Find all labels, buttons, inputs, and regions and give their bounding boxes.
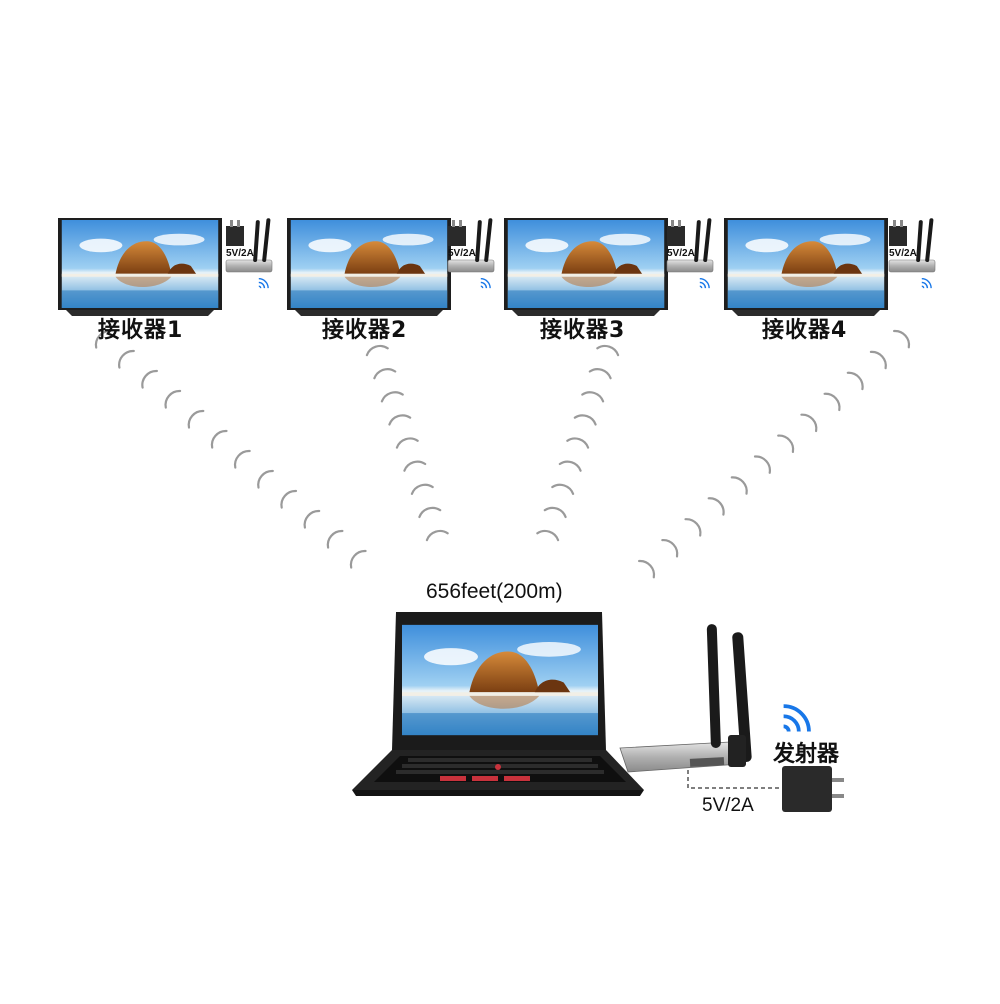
wave-arc — [425, 529, 449, 542]
wave-arc — [638, 559, 656, 579]
wave-arc — [164, 389, 182, 409]
tv-icon — [287, 218, 451, 316]
distance-label: 656feet(200m) — [426, 580, 563, 603]
wave-arc — [365, 344, 389, 357]
wave-arc — [536, 529, 560, 542]
power-adapter-icon — [782, 766, 844, 812]
antenna-icon — [225, 217, 273, 273]
wave-arc — [707, 497, 725, 516]
wave-arc — [303, 509, 321, 529]
antenna-icon — [666, 217, 714, 273]
wave-arc — [596, 344, 620, 357]
wave-arc — [388, 414, 412, 426]
receiver-label: 接收器3 — [540, 318, 626, 343]
power-cable — [687, 770, 788, 789]
transmitter-power-label: 5V/2A — [702, 795, 754, 816]
receiver-power-label: 5V/2A — [226, 248, 254, 259]
receiver-label: 接收器4 — [762, 318, 848, 343]
wave-arc — [280, 489, 298, 509]
wave-arc — [373, 368, 397, 380]
signal-waves — [94, 329, 911, 579]
wave-arc — [581, 391, 605, 403]
receiver-1 — [58, 217, 273, 316]
tv-icon — [58, 218, 222, 316]
wave-arc — [800, 413, 818, 433]
wave-arc — [395, 437, 419, 449]
wave-arc — [753, 455, 771, 474]
wave-arc — [869, 350, 887, 370]
wave-arc — [403, 460, 427, 472]
wave-arc — [566, 437, 590, 449]
antenna-icon — [888, 217, 936, 273]
wave-arc — [823, 392, 841, 412]
wave-arc — [118, 349, 135, 369]
laptop-icon — [352, 612, 644, 796]
receiver-2 — [287, 217, 495, 316]
wave-arc — [380, 391, 404, 403]
wifi-icon — [699, 278, 710, 289]
wave-arc — [187, 409, 205, 429]
receiver-label: 接收器2 — [322, 318, 408, 343]
tv-icon — [504, 218, 668, 316]
antenna-icon — [447, 217, 495, 273]
wave-arc — [257, 469, 274, 489]
wave-arc — [141, 369, 158, 389]
wave-arc — [684, 518, 702, 537]
wave-arc — [210, 429, 228, 449]
wave-arc — [326, 529, 344, 549]
wifi-icon — [480, 278, 491, 289]
wave-arc — [588, 368, 612, 380]
receiver-label: 接收器1 — [98, 318, 184, 343]
wave-arc — [551, 483, 575, 495]
wave-arc — [233, 449, 251, 469]
wifi-icon — [781, 704, 811, 734]
wifi-icon — [258, 278, 269, 289]
wave-arc — [410, 483, 434, 495]
receiver-power-label: 5V/2A — [889, 248, 917, 259]
wave-arc — [418, 506, 442, 519]
wave-arc — [846, 371, 864, 391]
receiver-3 — [504, 217, 714, 316]
wave-arc — [777, 434, 795, 453]
wave-arc — [94, 329, 112, 349]
receiver-power-label: 5V/2A — [448, 248, 476, 259]
wave-arc — [349, 549, 367, 569]
wave-arc — [893, 329, 911, 349]
receivers — [58, 217, 936, 316]
receiver-4 — [724, 217, 936, 316]
wave-arc — [730, 476, 748, 495]
wave-arc — [661, 538, 679, 558]
transmitter-icon — [619, 624, 752, 773]
receiver-power-label: 5V/2A — [667, 248, 695, 259]
wifi-icon — [921, 278, 932, 289]
tv-icon — [724, 218, 888, 316]
wave-arc — [558, 460, 582, 472]
wave-arc — [543, 506, 567, 519]
wave-arc — [573, 414, 597, 426]
transmitter-label: 发射器 — [773, 742, 840, 767]
